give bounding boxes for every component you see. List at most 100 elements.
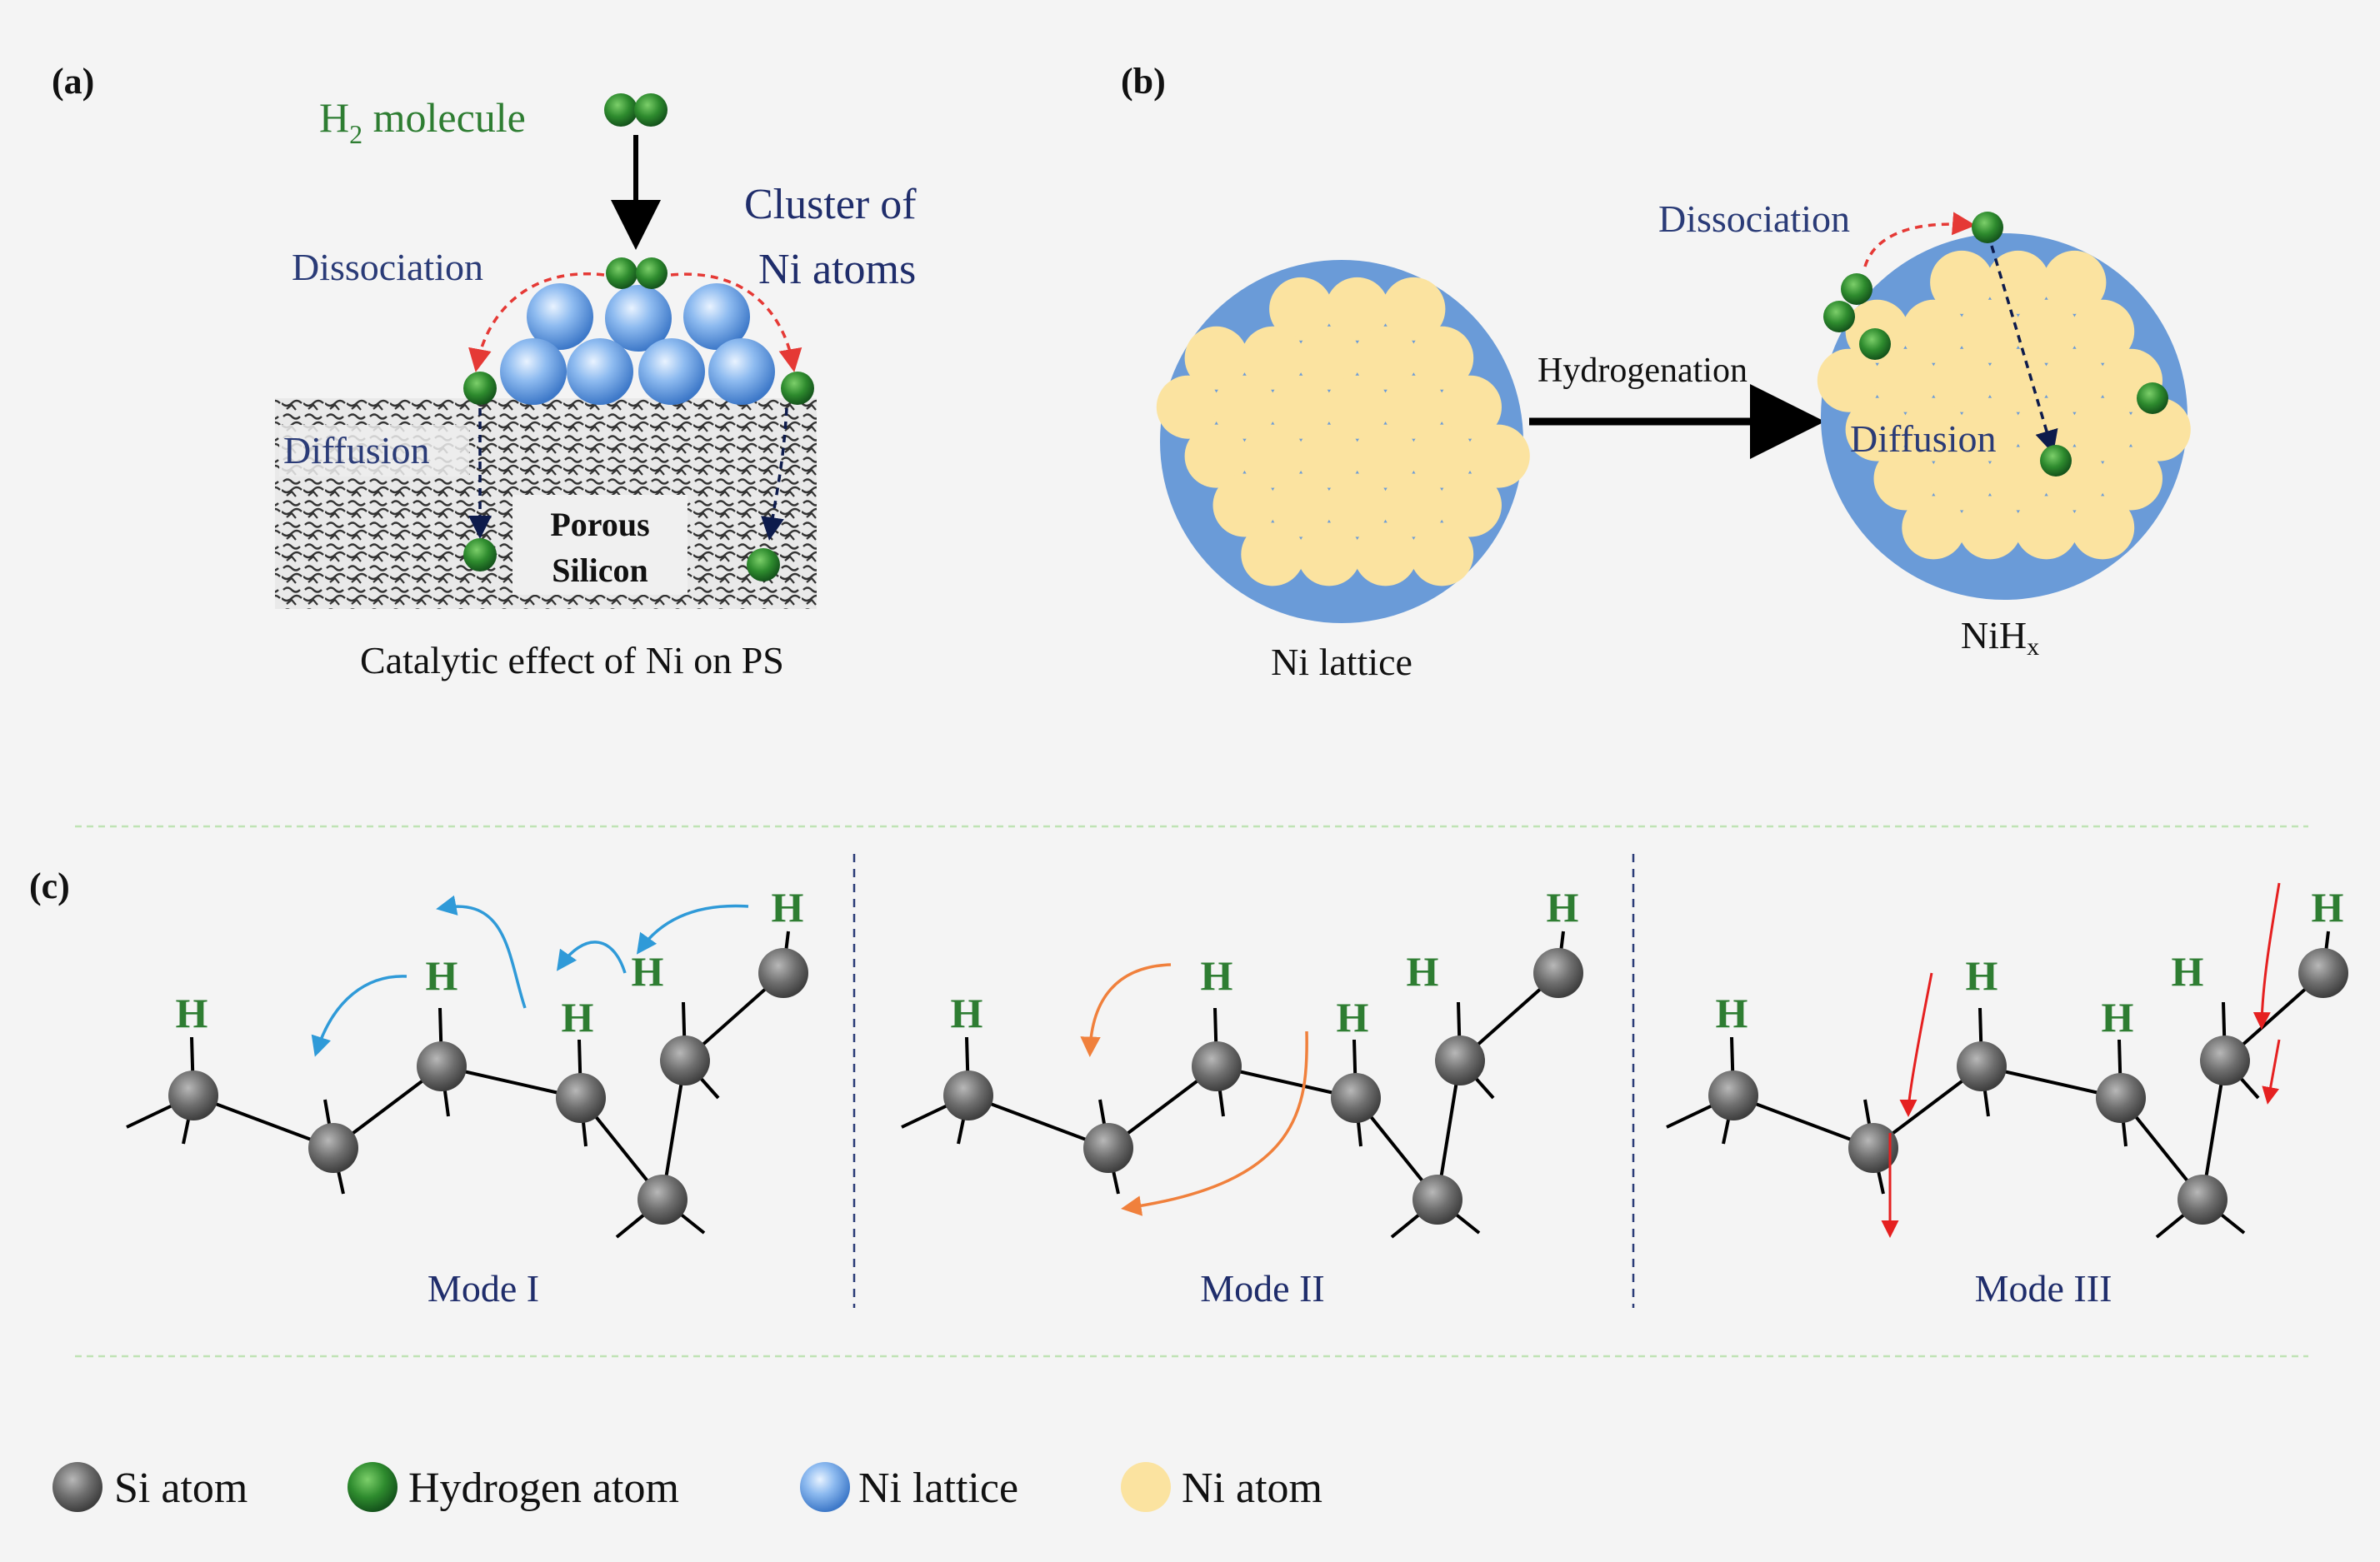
ni-atom-icon bbox=[1353, 424, 1418, 488]
panel-b: (b) Ni lattice Hydrogenation Dissociatio… bbox=[1121, 61, 2191, 683]
mode-1-label: Mode I bbox=[428, 1267, 539, 1310]
ni-atom-icon bbox=[1986, 348, 2050, 412]
hydrogen-label: H bbox=[1966, 952, 1998, 999]
ni-atom-icon bbox=[1817, 348, 1881, 412]
ni-atom-icon bbox=[2099, 447, 2162, 511]
ni-atom-icon bbox=[1297, 424, 1361, 488]
ni-atom-icon bbox=[1930, 348, 1994, 412]
si-atom-icon bbox=[758, 948, 808, 998]
ni-atom-icon bbox=[1958, 397, 2022, 462]
ni-atom-icon bbox=[1466, 424, 1530, 488]
ni-lattice-caption: Ni lattice bbox=[1271, 641, 1412, 683]
hydrogen-atom-icon bbox=[747, 548, 780, 581]
ni-atom-icon bbox=[2042, 348, 2107, 412]
panel-a: (a) H2 molecule Cluster of Ni atoms Diss… bbox=[52, 61, 917, 681]
si-atom-icon bbox=[2178, 1175, 2228, 1225]
ni-atom-icon bbox=[1325, 375, 1389, 439]
hydrogen-label: H bbox=[951, 990, 983, 1036]
hydrogen-label: H bbox=[2102, 994, 2134, 1041]
adsorbed-h2-icon bbox=[606, 257, 668, 289]
ni-atom-icon bbox=[1212, 473, 1277, 537]
ni-atom-icon bbox=[1184, 424, 1248, 488]
mode-1-arrows bbox=[311, 895, 749, 1057]
dissociation-label-b: Dissociation bbox=[1658, 197, 1850, 240]
ni-atom-icon bbox=[1241, 326, 1305, 390]
hydrogen-atom-icon bbox=[348, 1462, 398, 1512]
si-atom-icon bbox=[1412, 1175, 1462, 1225]
ni-atom-icon bbox=[1902, 299, 1966, 363]
ni-atom-icon bbox=[1353, 326, 1418, 390]
ni-atom-icon bbox=[1410, 522, 1474, 586]
ni-atom-icon bbox=[2014, 496, 2078, 560]
hydrogen-atom-icon bbox=[463, 372, 497, 405]
ni-atom-icon bbox=[1410, 424, 1474, 488]
si-atom-icon bbox=[2200, 1036, 2250, 1085]
nihx-caption: NiHx bbox=[1961, 614, 2039, 661]
ni-atom-icon bbox=[1845, 397, 1909, 462]
h2-molecule-icon bbox=[604, 93, 668, 127]
legend-si-atom: Si atom bbox=[114, 1465, 248, 1512]
panel-a-label: (a) bbox=[52, 61, 94, 102]
diffusion-label-box bbox=[279, 425, 469, 477]
hydrogenation-label: Hydrogenation bbox=[1538, 352, 1748, 390]
ni-atom-icon bbox=[1241, 424, 1305, 488]
hydrogen-label: H bbox=[426, 952, 458, 999]
ni-atom-icon bbox=[1873, 348, 1938, 412]
ni-atom-icon bbox=[1325, 473, 1389, 537]
cluster-label-line1: Cluster of bbox=[744, 181, 917, 228]
dissociation-arrow-right bbox=[670, 272, 802, 372]
ni-atom-icon bbox=[1986, 447, 2050, 511]
legend-ni-atom: Ni atom bbox=[1182, 1465, 1322, 1512]
ni-atom-icon bbox=[1121, 1462, 1171, 1512]
si-atom-icon bbox=[1848, 1123, 1898, 1173]
si-atom-icon bbox=[2096, 1073, 2146, 1123]
ni-atom-icon bbox=[1297, 326, 1361, 390]
si-atom-icon bbox=[1435, 1036, 1485, 1085]
h2-molecule-label: H2 molecule bbox=[319, 94, 526, 149]
si-atom-icon bbox=[1192, 1041, 1242, 1091]
legend-hydrogen-atom: Hydrogen atom bbox=[408, 1465, 679, 1512]
ni-atom-icon bbox=[1269, 473, 1333, 537]
hydrogen-label: H bbox=[176, 990, 208, 1036]
ni-atom-icon bbox=[2127, 397, 2191, 462]
ni-atom-icon bbox=[1353, 522, 1418, 586]
ni-atom-icon bbox=[1184, 326, 1248, 390]
si-atom-icon bbox=[943, 1070, 993, 1120]
diffusion-label: Diffusion bbox=[283, 429, 430, 472]
si-atom-icon bbox=[52, 1462, 102, 1512]
ni-atom-icon bbox=[1958, 496, 2022, 560]
hydrogen-label: H bbox=[2312, 884, 2344, 931]
ni-atom-icon bbox=[1930, 447, 1994, 511]
hydrogen-atom-icon bbox=[781, 372, 814, 405]
porous-label-line2: Silicon bbox=[552, 551, 648, 589]
dissociation-label: Dissociation bbox=[292, 246, 483, 288]
porous-label-box bbox=[512, 495, 688, 595]
mode-2-arrows bbox=[1080, 963, 1308, 1216]
ni-atom-icon bbox=[1902, 397, 1966, 462]
si-atom-icon bbox=[1331, 1073, 1381, 1123]
diffusion-arrow-b bbox=[1990, 245, 2058, 454]
ni-atom-icon bbox=[2071, 299, 2135, 363]
ni-atom-icon bbox=[1156, 375, 1220, 439]
legend: Si atom Hydrogen atom Ni lattice Ni atom bbox=[52, 1462, 1322, 1512]
panel-a-caption: Catalytic effect of Ni on PS bbox=[360, 639, 784, 681]
hydrogen-atoms-b bbox=[1823, 212, 2168, 477]
ni-atom-icon bbox=[2071, 397, 2135, 462]
hydrogen-atom-icon bbox=[463, 538, 497, 571]
hydrogen-label: H bbox=[1716, 990, 1748, 1036]
si-atom-icon bbox=[1708, 1070, 1758, 1120]
hydrogen-label: H bbox=[772, 884, 804, 931]
ni-atom-icon bbox=[1212, 375, 1277, 439]
hydrogen-label: H bbox=[1337, 994, 1369, 1041]
ni-atoms-left bbox=[1156, 277, 1530, 586]
ni-atom-icon bbox=[1325, 277, 1389, 341]
diffusion-arrow-right bbox=[761, 407, 788, 541]
ni-atom-icon bbox=[1269, 277, 1333, 341]
panel-b-label: (b) bbox=[1121, 61, 1166, 102]
dissociation-arrow-left bbox=[468, 272, 605, 372]
ni-atom-icon bbox=[1382, 375, 1446, 439]
si-atom-icon bbox=[1083, 1123, 1133, 1173]
